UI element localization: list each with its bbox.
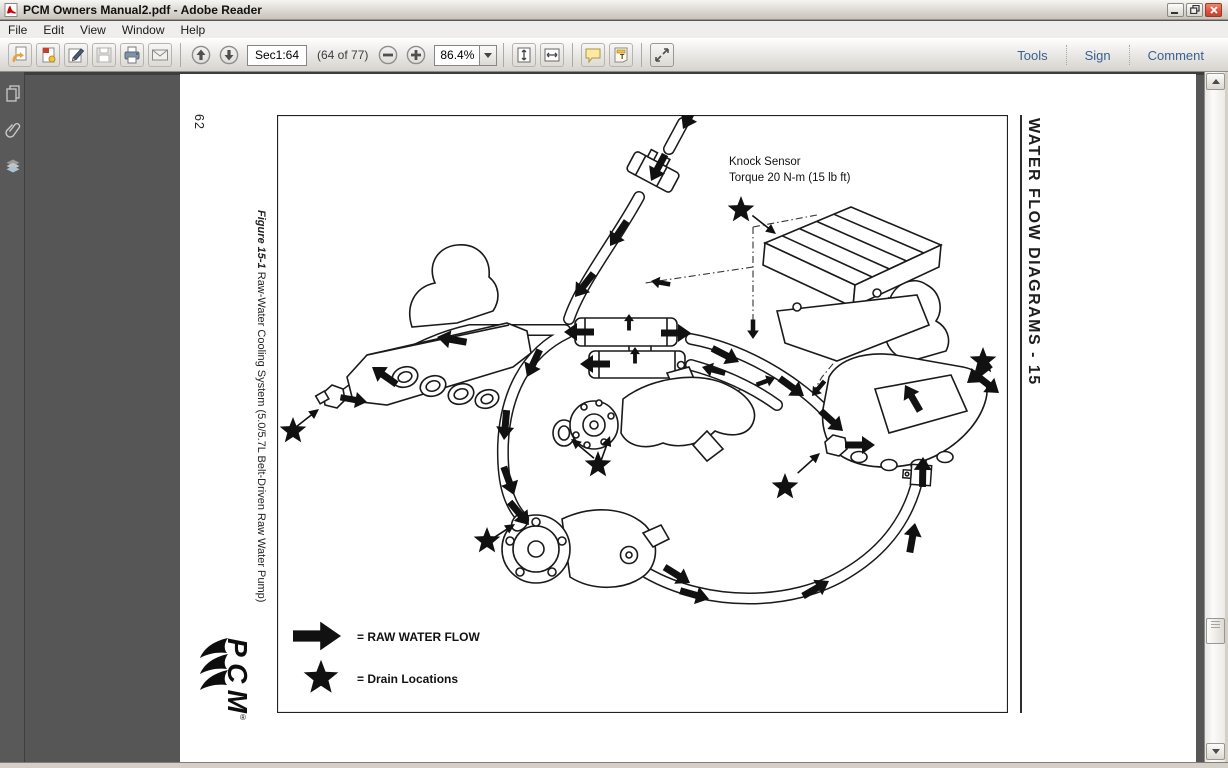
zoom-in-icon bbox=[407, 45, 426, 65]
sign-pen-icon bbox=[68, 48, 85, 63]
zoom-out-icon bbox=[379, 45, 398, 65]
toolbar-shadow bbox=[0, 72, 1228, 75]
sign-pen-button[interactable] bbox=[64, 43, 88, 67]
print-icon bbox=[124, 46, 140, 64]
fullscreen-icon bbox=[655, 48, 670, 62]
print-button[interactable] bbox=[120, 43, 144, 67]
figure-caption-text: Raw-Water Cooling System (5.0/5.7L Belt-… bbox=[255, 268, 267, 603]
crossover-assembly bbox=[574, 317, 686, 379]
menu-window[interactable]: Window bbox=[121, 22, 165, 37]
toolbar-separator bbox=[572, 43, 574, 67]
diagram-legend: = RAW WATER FLOW = Drain Locations bbox=[293, 621, 480, 693]
text-annotation-button[interactable]: T bbox=[609, 43, 634, 67]
text-note-icon: T bbox=[614, 47, 628, 63]
sticky-note-button[interactable] bbox=[581, 43, 606, 67]
toolbar-separator bbox=[503, 43, 505, 67]
menu-view[interactable]: View bbox=[80, 22, 106, 37]
section-header: WATER FLOW DIAGRAMS - 15 bbox=[1025, 118, 1042, 386]
figure-caption: Figure 15-1 Raw-Water Cooling System (5.… bbox=[254, 210, 267, 602]
page-down-icon bbox=[219, 45, 239, 65]
navigation-sidebar bbox=[0, 72, 25, 762]
save-button[interactable] bbox=[92, 43, 116, 67]
restore-button[interactable] bbox=[1186, 2, 1203, 17]
menu-edit[interactable]: Edit bbox=[43, 22, 65, 37]
legend-drain-label: = Drain Locations bbox=[357, 672, 458, 686]
cooling-system-diagram: Knock Sensor Torque 20 N-m (15 lb ft) = … bbox=[277, 115, 1008, 713]
page-up-icon bbox=[191, 45, 211, 65]
raw-water-pump bbox=[501, 509, 671, 589]
toolbar-dotted-separator bbox=[1128, 45, 1130, 65]
window-frame-right bbox=[1225, 72, 1228, 762]
email-icon bbox=[152, 49, 168, 61]
pdf-page[interactable]: 62 Figure 15-1 Raw-Water Cooling System … bbox=[180, 74, 1196, 762]
vertical-scrollbar[interactable] bbox=[1204, 72, 1225, 762]
toolbar-dotted-separator bbox=[1065, 45, 1067, 65]
window-frame-bottom bbox=[0, 762, 1228, 768]
close-button[interactable] bbox=[1205, 2, 1222, 17]
intake-manifold bbox=[762, 206, 943, 362]
create-pdf-icon bbox=[42, 47, 56, 63]
pcm-logo-registered: ® bbox=[240, 713, 246, 722]
page-count-label: (64 of 77) bbox=[317, 48, 369, 62]
sign-panel-button[interactable]: Sign bbox=[1084, 47, 1111, 63]
arrow-down-icon bbox=[1211, 749, 1220, 754]
page-thumbnails-icon[interactable] bbox=[4, 84, 22, 102]
toolbar-separator bbox=[641, 43, 643, 67]
scrollbar-thumb[interactable] bbox=[1206, 618, 1225, 644]
pcm-logo-text: PCM bbox=[222, 638, 252, 714]
knock-sensor-line2: Torque 20 N-m (15 lb ft) bbox=[729, 172, 851, 184]
document-pane: 62 Figure 15-1 Raw-Water Cooling System … bbox=[0, 72, 1228, 768]
figure-caption-number: Figure 15-1 bbox=[255, 210, 267, 269]
circulating-pump bbox=[552, 360, 756, 463]
zoom-in-button[interactable] bbox=[404, 43, 428, 67]
title-bar[interactable]: PCM Owners Manual2.pdf - Adobe Reader bbox=[0, 0, 1228, 20]
layers-icon[interactable] bbox=[4, 157, 22, 175]
toolbar: (64 of 77) bbox=[0, 38, 1228, 72]
fullscreen-button[interactable] bbox=[650, 43, 675, 67]
open-button[interactable] bbox=[8, 43, 32, 67]
window-title: PCM Owners Manual2.pdf - Adobe Reader bbox=[23, 2, 262, 17]
attachments-paperclip-icon[interactable] bbox=[4, 121, 22, 139]
pcm-logo: PCM ® bbox=[200, 638, 252, 722]
toolbar-separator bbox=[180, 43, 181, 67]
tools-panel-button[interactable]: Tools bbox=[1017, 47, 1048, 63]
close-icon bbox=[1209, 5, 1218, 14]
scroll-up-button[interactable] bbox=[1206, 73, 1225, 90]
knock-sensor-line1: Knock Sensor bbox=[729, 156, 801, 168]
menu-file[interactable]: File bbox=[8, 22, 28, 37]
email-button[interactable] bbox=[148, 43, 172, 67]
open-icon bbox=[12, 46, 27, 63]
right-drain-plug bbox=[824, 434, 848, 457]
fit-page-icon bbox=[517, 47, 531, 63]
fit-page-button[interactable] bbox=[512, 43, 537, 67]
fit-width-icon bbox=[544, 48, 560, 62]
section-rule bbox=[1020, 115, 1022, 713]
menu-help[interactable]: Help bbox=[180, 22, 206, 37]
legend-flow-label: = RAW WATER FLOW bbox=[357, 630, 480, 644]
arrow-up-icon bbox=[1211, 79, 1220, 84]
menu-bar: File Edit View Window Help bbox=[0, 21, 1228, 38]
chevron-down-icon bbox=[484, 52, 493, 58]
next-page-button[interactable] bbox=[217, 43, 241, 67]
create-pdf-button[interactable] bbox=[36, 43, 60, 67]
save-icon bbox=[96, 47, 112, 63]
fit-width-button[interactable] bbox=[540, 43, 565, 67]
comment-bubble-icon bbox=[585, 48, 601, 64]
zoom-out-button[interactable] bbox=[376, 43, 400, 67]
scroll-down-button[interactable] bbox=[1206, 743, 1225, 760]
left-drain-plug bbox=[314, 384, 346, 409]
previous-page-button[interactable] bbox=[189, 43, 213, 67]
restore-icon bbox=[1189, 5, 1200, 14]
svg-text:T: T bbox=[620, 54, 625, 61]
zoom-dropdown-button[interactable] bbox=[480, 44, 498, 66]
knock-sensor-label: Knock Sensor Torque 20 N-m (15 lb ft) bbox=[729, 156, 851, 184]
page-number-label: 62 bbox=[192, 114, 206, 130]
adobe-reader-icon bbox=[4, 2, 18, 17]
page-number-input[interactable] bbox=[247, 44, 307, 66]
zoom-level-input[interactable] bbox=[434, 44, 481, 66]
minimize-button[interactable] bbox=[1167, 2, 1184, 17]
minimize-icon bbox=[1171, 11, 1178, 14]
comment-panel-button[interactable]: Comment bbox=[1147, 47, 1204, 63]
